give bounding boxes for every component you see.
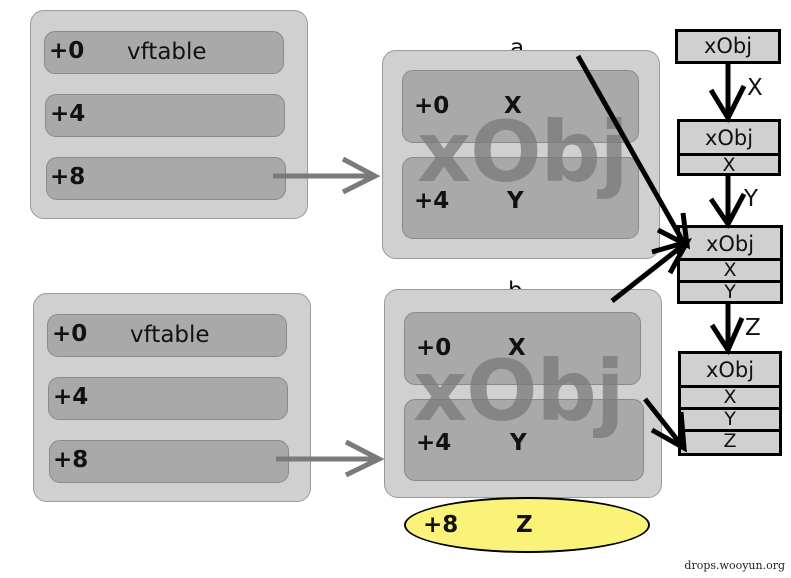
pointer-arrow-b (276, 439, 385, 478)
chain-cell: xObj (681, 354, 779, 388)
chain-arrow-3 (709, 304, 745, 356)
offset-label: +0 (52, 321, 88, 347)
object-b-slot-0: +0 X (404, 312, 641, 385)
left-object-1-slot-4: +4 (45, 94, 285, 137)
pointer-b-to-z (643, 397, 687, 453)
chain-cell: Y (724, 281, 736, 303)
offset-label: +4 (53, 384, 89, 410)
chain-edge-label-z: Z (745, 315, 761, 341)
left-object-2: +0 vftable +4 +8 (33, 293, 311, 502)
chain-box-1: xObj (675, 29, 781, 64)
pointer-a-to-chain (575, 54, 691, 250)
offset-label: +8 (423, 512, 459, 538)
slot-value: X (508, 335, 526, 361)
offset-label: +0 (414, 93, 450, 119)
middle-object-b: +0 X +4 Y xObj (384, 289, 662, 498)
slot-value: Y (507, 188, 524, 214)
offset-label: +4 (416, 430, 452, 456)
left-object-1-slot-0: +0 vftable (44, 31, 284, 74)
offset-label: +0 (49, 38, 85, 64)
chain-cell: X (681, 388, 779, 410)
chain-box-4: xObj X Y Z (678, 351, 782, 456)
overflow-slot-ellipse: +8 Z (404, 497, 650, 553)
chain-cell: Y (681, 410, 779, 432)
chain-cell: X (722, 154, 736, 176)
chain-cell: Z (723, 430, 737, 452)
left-object-2-slot-4: +4 (48, 377, 288, 420)
object-a-watermark: xObj (417, 103, 629, 201)
slot-value: vftable (130, 322, 210, 348)
offset-label: +0 (416, 335, 452, 361)
chain-arrow-2 (708, 176, 747, 229)
offset-label: +4 (50, 101, 86, 127)
pointer-b-to-chain (610, 237, 693, 303)
object-b-slot-4: +4 Y (404, 399, 644, 481)
object-b-watermark: xObj (413, 342, 625, 440)
offset-label: +4 (414, 188, 450, 214)
chain-cell: xObj (703, 34, 753, 58)
slot-value: X (504, 93, 522, 119)
slot-value: Y (510, 430, 527, 456)
left-object-2-slot-8: +8 (49, 440, 289, 483)
left-object-1: +0 vftable +4 +8 (30, 10, 308, 219)
left-object-1-slot-8: +8 (46, 157, 286, 200)
chain-arrow-1 (708, 64, 747, 124)
chain-edge-label-x: X (747, 75, 763, 101)
object-a-slot-4: +4 Y (402, 157, 639, 239)
slot-value: vftable (127, 39, 207, 65)
chain-cell: X (680, 261, 780, 283)
chain-edge-label-y: Y (744, 186, 759, 212)
object-a-slot-0: +0 X (402, 70, 639, 143)
left-object-2-slot-0: +0 vftable (47, 314, 287, 357)
offset-label: +8 (50, 164, 86, 190)
chain-cell: xObj (680, 122, 778, 156)
pointer-arrow-a (273, 156, 381, 195)
middle-object-a: +0 X +4 Y xObj (382, 50, 660, 259)
footer-watermark: drops.wooyun.org (684, 559, 785, 572)
chain-box-3: xObj X Y (677, 225, 783, 304)
chain-cell: xObj (680, 228, 780, 261)
slot-value: Z (516, 512, 533, 538)
offset-label: +8 (53, 447, 89, 473)
